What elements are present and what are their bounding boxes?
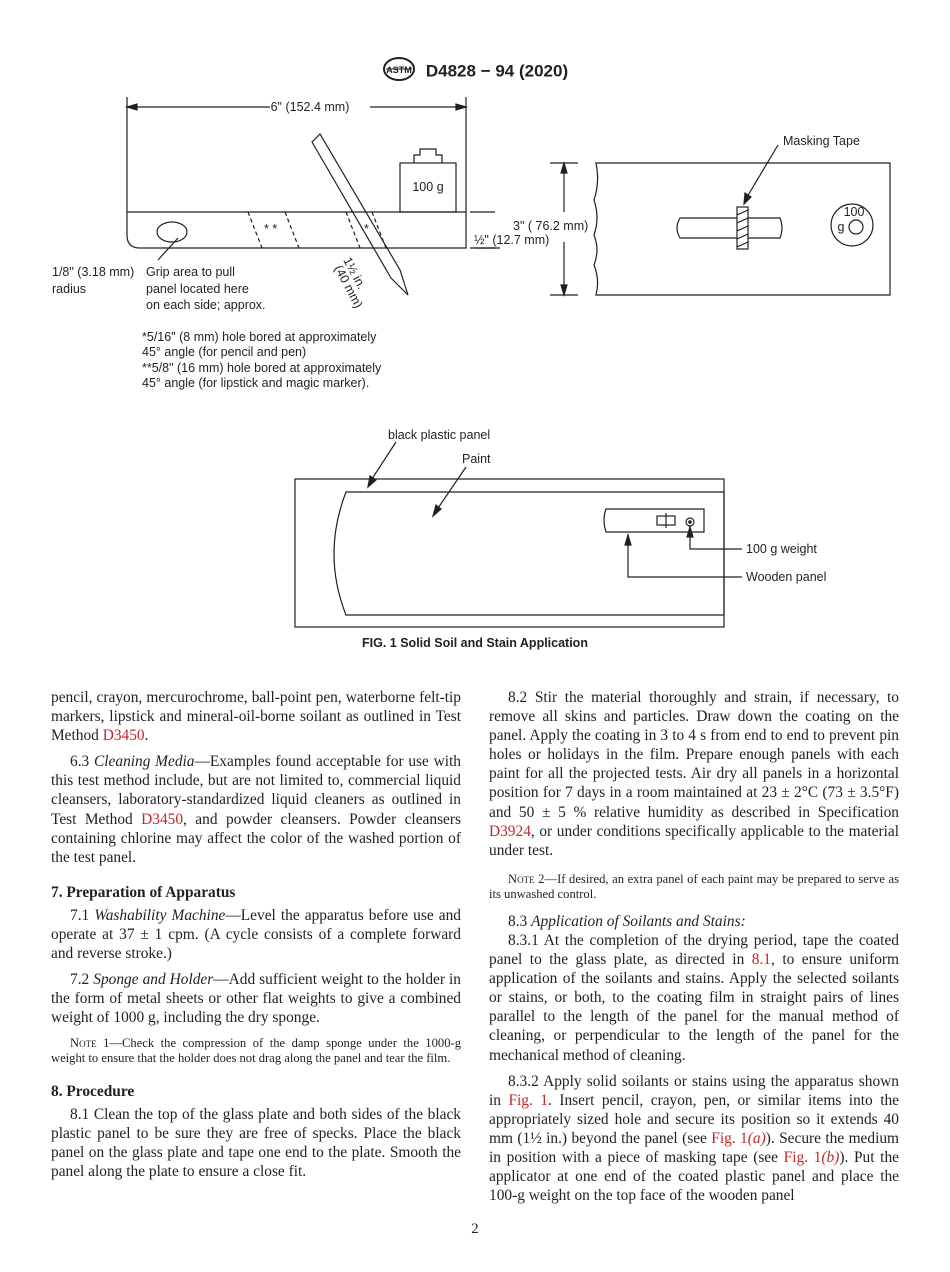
grip-label-2: panel located here (146, 282, 249, 296)
tape-leader (743, 144, 779, 203)
hole-line (345, 211, 361, 249)
arrowhead (743, 191, 752, 206)
grip-label-1: Grip area to pull (146, 265, 235, 279)
tape-hatch (736, 225, 749, 232)
page-number: 2 (471, 1221, 479, 1237)
weight-knob (848, 219, 864, 235)
arrowhead (367, 474, 377, 489)
arrowhead (455, 103, 469, 111)
figure-1: 6" (152.4 mm) 100 g * * * 1½ in. (40 mm)… (52, 97, 891, 650)
arrowhead (624, 532, 632, 546)
hole-line (247, 211, 263, 249)
arrowhead (686, 524, 694, 538)
page-header: ASTM D4828 − 94 (2020) (0, 56, 950, 87)
link-fig-1b[interactable]: Fig. 1(b) (783, 1148, 840, 1166)
hole-line (284, 211, 300, 249)
link-d3450[interactable]: D3450 (141, 810, 184, 828)
wooden-panel-label: Wooden panel (746, 570, 826, 584)
note-2: Note 2—If desired, an extra panel of eac… (489, 871, 899, 901)
note-1: Note 1—Check the compression of the damp… (51, 1035, 461, 1065)
tape-hatch (736, 241, 749, 248)
tape-hatch (736, 217, 749, 224)
arrowhead (124, 103, 138, 111)
weight-handle (413, 148, 443, 163)
weight-dot (688, 520, 692, 524)
arrowhead (560, 160, 568, 174)
top-weight-100: 100 (844, 205, 865, 219)
link-fig-1a[interactable]: Fig. 1(a) (711, 1129, 766, 1147)
weight-label: 100 g (412, 180, 443, 194)
arrowhead (431, 503, 442, 518)
paragraph-8-1: 8.1 Clean the top of the glass plate and… (51, 1105, 461, 1180)
wooden-panel-icon (603, 508, 705, 533)
hole-note-4: 45° angle (for lipstick and magic marker… (142, 376, 369, 390)
black-plastic-panel (294, 478, 725, 628)
tape-hatch (736, 209, 749, 216)
black-panel-label: black plastic panel (388, 428, 490, 442)
stick-slot (676, 217, 783, 239)
link-fig-1[interactable]: Fig. 1 (508, 1091, 548, 1109)
paint-area (333, 491, 725, 616)
link-d3450[interactable]: D3450 (102, 727, 145, 745)
arrowhead (560, 284, 568, 298)
link-8-1[interactable]: 8.1 (751, 951, 772, 969)
weight-leader (689, 526, 742, 550)
weight-100g-label: 100 g weight (746, 542, 817, 556)
paragraph-8-3-1: 8.3.1 At the completion of the drying pe… (489, 931, 899, 1064)
wooden-block-side (126, 211, 467, 249)
paragraph-8-3-2: 8.3.2 Apply solid soilants or stains usi… (489, 1072, 900, 1205)
link-d3924[interactable]: D3924 (489, 822, 531, 840)
paint-label: Paint (462, 452, 491, 466)
hole-marker: * * (264, 222, 277, 236)
top-weight-g: g (838, 220, 845, 234)
hole-note-1: *5/16" (8 mm) hole bored at approximatel… (142, 330, 377, 344)
pencil (311, 133, 409, 296)
grip-leader (157, 237, 179, 261)
weight-block (399, 162, 457, 213)
svg-text:ASTM: ASTM (386, 65, 412, 75)
width-label: 3" ( 76.2 mm) (513, 219, 588, 233)
radius-label-1: 1/8" (3.18 mm) (52, 265, 134, 279)
paragraph-8-2: 8.2 Stir the material thoroughly and str… (489, 689, 899, 859)
masking-tape-label: Masking Tape (783, 134, 860, 148)
paragraph-7-1: 7.1 Washability Machine—Level the appara… (51, 906, 462, 963)
radius-label-2: radius (52, 282, 86, 296)
wooden-leader (627, 534, 742, 578)
paint-leader (433, 466, 467, 515)
document-designation: D4828 − 94 (2020) (425, 61, 569, 81)
thickness-label: ½" (12.7 mm) (474, 233, 549, 247)
paragraph-8-3: 8.3 Application of Soilants and Stains: (508, 912, 746, 930)
grip-label-3: on each side; approx. (146, 298, 266, 312)
hole-marker: * (364, 222, 369, 236)
paragraph-7-2: 7.2 Sponge and Holder—Add sufficient wei… (51, 971, 461, 1027)
left-column: pencil, crayon, mercurochrome, ball-poin… (51, 688, 461, 1181)
length-label: 6" (152.4 mm) (271, 100, 350, 114)
figure-caption: FIG. 1 Solid Soil and Stain Application (362, 636, 588, 650)
block-top-view (593, 162, 891, 296)
right-column: 8.2 Stir the material thoroughly and str… (489, 688, 899, 1205)
paragraph-6-3: 6.3 Cleaning Media—Examples found accept… (51, 753, 462, 866)
hole-note-2: 45° angle (for pencil and pen) (142, 345, 306, 359)
paragraph-6-2-cont: pencil, crayon, mercurochrome, ball-poin… (51, 689, 461, 745)
tape-hatch (736, 233, 749, 240)
hole-note-3: **5/8" (16 mm) hole bored at approximate… (142, 361, 382, 375)
astm-logo: ASTM (382, 56, 416, 87)
weight-outline (830, 203, 874, 247)
grip-hole (156, 221, 188, 243)
section-7-heading: 7. Preparation of Apparatus (51, 883, 236, 901)
section-8-heading: 8. Procedure (51, 1082, 135, 1100)
